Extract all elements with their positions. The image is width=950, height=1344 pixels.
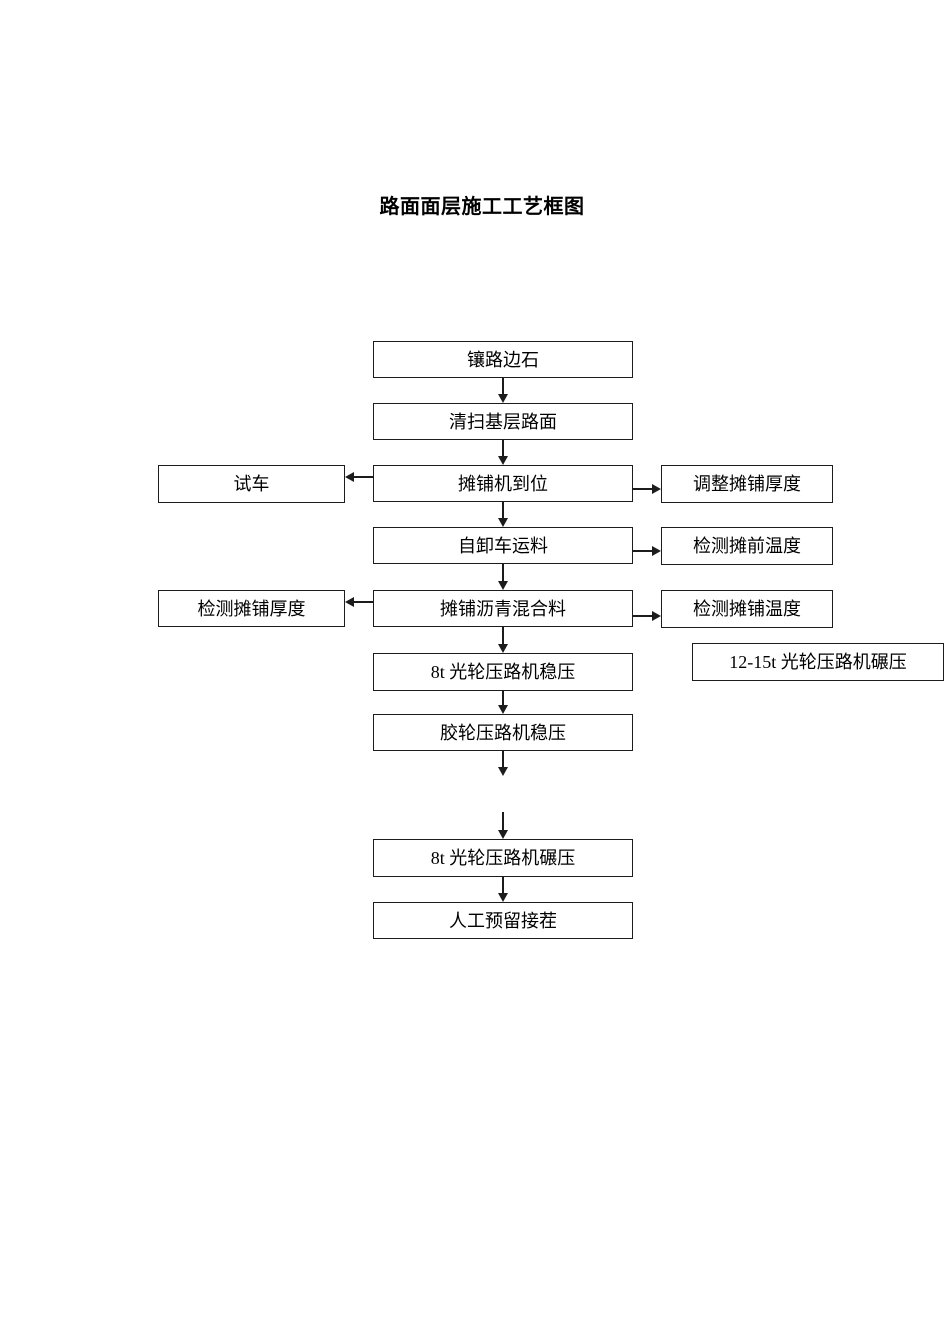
arrow-curb-to-clean bbox=[497, 378, 509, 403]
arrow-paving-to-8t-static bbox=[497, 627, 509, 653]
dangling-arrow-lower bbox=[497, 812, 509, 839]
flow-node-roller-8t-static: 8t 光轮压路机稳压 bbox=[373, 653, 633, 691]
flow-node-dump-truck-haul: 自卸车运料 bbox=[373, 527, 633, 564]
dangling-arrow-upper bbox=[497, 751, 509, 776]
flow-node-check-pre-temp: 检测摊前温度 bbox=[661, 527, 833, 565]
flow-node-check-thickness: 检测摊铺厚度 bbox=[158, 590, 345, 627]
flow-node-pave-asphalt-mix: 摊铺沥青混合料 bbox=[373, 590, 633, 627]
flow-node-adjust-thickness: 调整摊铺厚度 bbox=[661, 465, 833, 503]
flow-node-rubber-roller: 胶轮压路机稳压 bbox=[373, 714, 633, 751]
arrow-8t-static-to-rubber bbox=[497, 691, 509, 714]
flow-node-clean-base: 清扫基层路面 bbox=[373, 403, 633, 440]
flow-node-roller-12-15t: 12-15t 光轮压路机碾压 bbox=[692, 643, 944, 681]
diagram-title: 路面面层施工工艺框图 bbox=[379, 196, 585, 218]
flow-node-test-run: 试车 bbox=[158, 465, 345, 503]
flow-node-paver-in-place: 摊铺机到位 bbox=[373, 465, 633, 502]
arrow-paving-to-check-pave-temp bbox=[633, 610, 661, 622]
arrow-clean-to-paver bbox=[497, 440, 509, 465]
arrow-truck-to-check-pre-temp bbox=[633, 545, 661, 557]
arrow-8t-final-to-manual bbox=[497, 877, 509, 902]
arrow-truck-to-paving bbox=[497, 564, 509, 590]
arrow-paving-to-check-thickness bbox=[345, 596, 373, 608]
flow-node-roller-8t-final: 8t 光轮压路机碾压 bbox=[373, 839, 633, 877]
arrow-paver-to-test-run bbox=[345, 471, 373, 483]
flow-node-lay-curb: 镶路边石 bbox=[373, 341, 633, 378]
arrow-paver-to-truck bbox=[497, 502, 509, 527]
flow-node-manual-joint: 人工预留接茬 bbox=[373, 902, 633, 939]
flow-node-check-pave-temp: 检测摊铺温度 bbox=[661, 590, 833, 628]
arrow-paver-to-adjust-thickness bbox=[633, 483, 661, 495]
